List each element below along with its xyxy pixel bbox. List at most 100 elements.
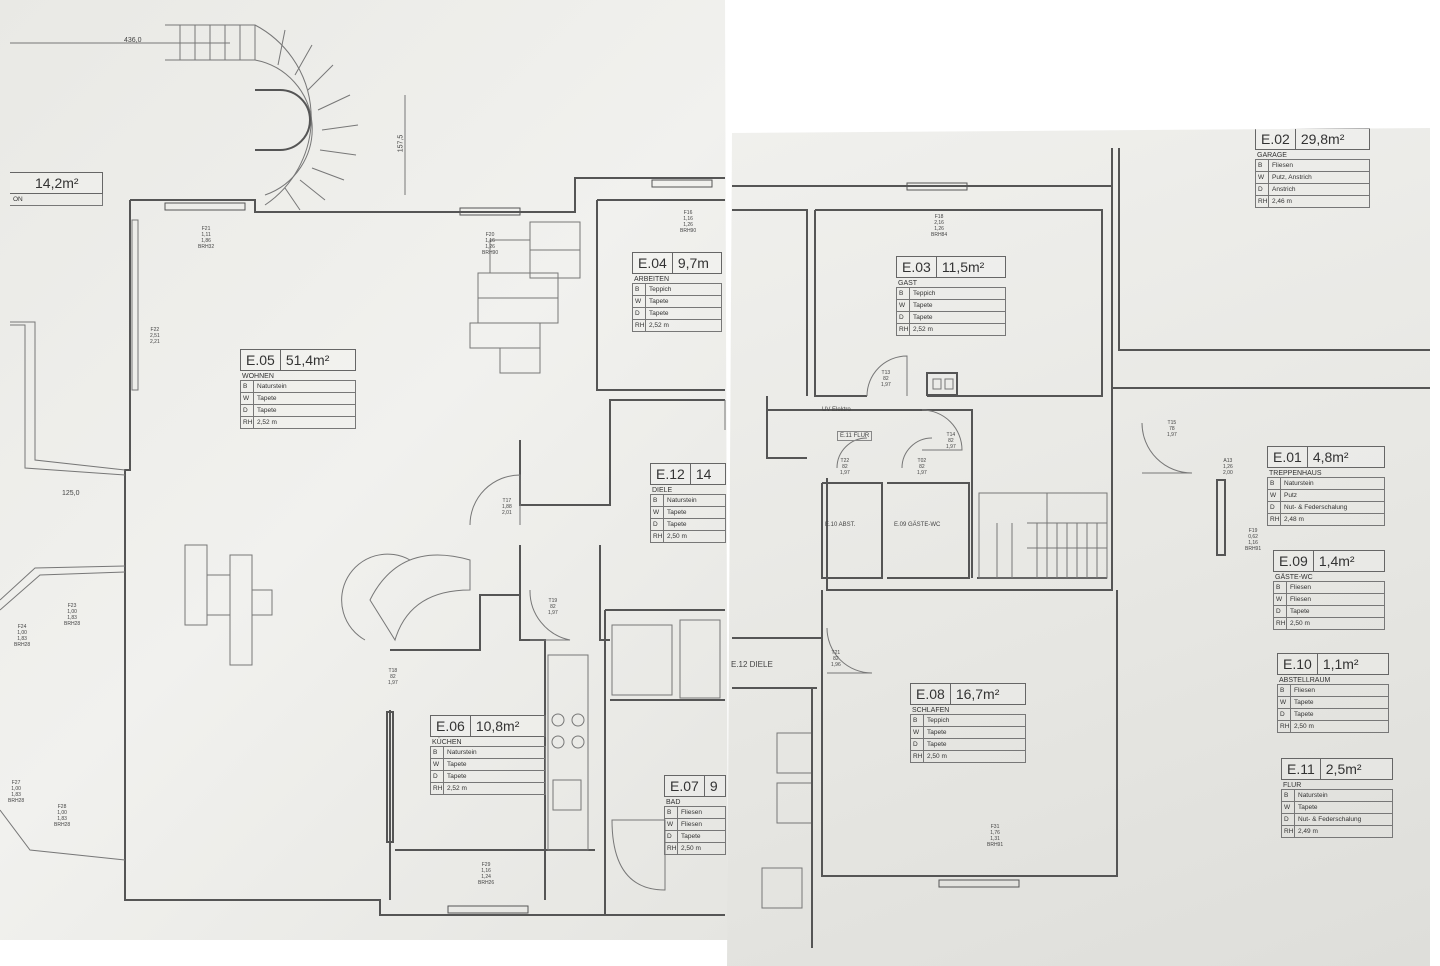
spec-key: B [241, 381, 254, 392]
room-name: BAD [666, 799, 681, 806]
spec-value: 2,52 m [913, 326, 933, 333]
dim-terrace-width: 125,0 [62, 490, 80, 497]
spec-value: Tapete [681, 833, 701, 840]
spec-key: B [651, 495, 664, 506]
window-tag-f31: F31 1,76 1,31 BRH91 [987, 824, 1004, 848]
window-tag-f23: F23 1,00 1,83 BRH28 [64, 603, 81, 627]
spec-key: RH [433, 783, 444, 794]
spec-value: Nut- & Federschalung [1284, 504, 1348, 511]
spec-value: 2,52 m [447, 785, 467, 792]
spec-key: D [1274, 606, 1287, 617]
door-tag-t18: T18 82 1,97 [388, 668, 398, 686]
room-area: 29,8m² [1300, 131, 1345, 147]
window-tag-f29: F29 1,16 1,24 BRH26 [478, 862, 495, 886]
spec-value: Nut- & Federschalung [1298, 816, 1362, 823]
window-tag-f20: F20 1,16 1,26 BRH90 [482, 232, 499, 256]
spec-key: D [431, 771, 444, 782]
label-abst: E.10 ABST. [825, 522, 856, 528]
spec-value: Teppich [927, 717, 950, 724]
room-area: 16,7m² [955, 686, 1000, 702]
window-tag-f28: F28 1,00 1,83 BRH28 [54, 804, 71, 828]
spec-key: RH [1258, 196, 1269, 207]
spec-value: Naturstein [667, 497, 697, 504]
spec-value: Naturstein [1284, 480, 1314, 487]
room-area: 14,2m² [35, 175, 79, 191]
spec-value: Tapete [649, 298, 669, 305]
window-tag-f18: F18 2,16 1,26 BRH84 [931, 214, 948, 238]
door-tag-t13: T13 82 1,97 [881, 370, 891, 388]
spec-value: Tapete [667, 509, 687, 516]
spec-key: W [633, 296, 646, 307]
room-name: DIELE [652, 487, 673, 494]
spec-key: W [1268, 490, 1281, 501]
door-tag-t21: T21 82 1,96 [831, 650, 841, 668]
spec-key: RH [1284, 826, 1295, 837]
spec-value: Naturstein [447, 749, 477, 756]
spec-value: Fliesen [1290, 584, 1311, 591]
room-area: 9 [709, 778, 718, 794]
plan-sheet-left: 436,0 157,5 125,0 14,2m² ON F21 1,11 1,8… [0, 0, 728, 940]
spec-value: Tapete [1294, 699, 1314, 706]
room-name: GAST [898, 280, 918, 287]
spec-key: B [1278, 685, 1291, 696]
spec-value: Naturstein [257, 383, 287, 390]
room-id: E.02 [1256, 129, 1296, 149]
room-name: WOHNEN [242, 373, 274, 380]
door-tag-t14: T14 82 1,97 [946, 432, 956, 450]
window-tag-f16: F16 1,16 1,26 BRH90 [680, 210, 697, 234]
spec-value: 2,50 m [1294, 723, 1314, 730]
room-area: 9,7m [677, 255, 709, 271]
spec-key: RH [635, 320, 646, 331]
spec-key: W [241, 393, 254, 404]
spec-value: 2,50 m [667, 533, 687, 540]
window-tag-f21: F21 1,11 1,86 BRH32 [198, 226, 215, 250]
spec-value: Anstrich [1272, 186, 1296, 193]
spec-key: D [1282, 814, 1295, 825]
room-id: E.08 [911, 684, 951, 704]
room-name: TREPPENHAUS [1269, 470, 1322, 477]
room-name-suffix: ON [13, 196, 23, 203]
spec-value: 2,52 m [649, 322, 669, 329]
spec-value: Putz [1284, 492, 1298, 499]
spec-key: B [897, 288, 910, 299]
room-area: 1,1m² [1322, 656, 1359, 672]
spec-value: 2,50 m [681, 845, 701, 852]
room-id: E.10 [1278, 654, 1318, 674]
label-gaeste-wc: E.09 GÄSTE-WC [894, 522, 941, 528]
door-tag-t02: T02 82 1,97 [917, 458, 927, 476]
spec-value: Tapete [257, 407, 277, 414]
door-tag-a13: A13 1,26 2,00 [1223, 458, 1233, 476]
spec-value: Fliesen [1294, 687, 1315, 694]
room-id: E.01 [1268, 447, 1308, 467]
window-tag-f22: F22 2,51 2,21 [150, 327, 160, 345]
spec-key: B [1274, 582, 1287, 593]
room-id: E.05 [241, 350, 281, 370]
